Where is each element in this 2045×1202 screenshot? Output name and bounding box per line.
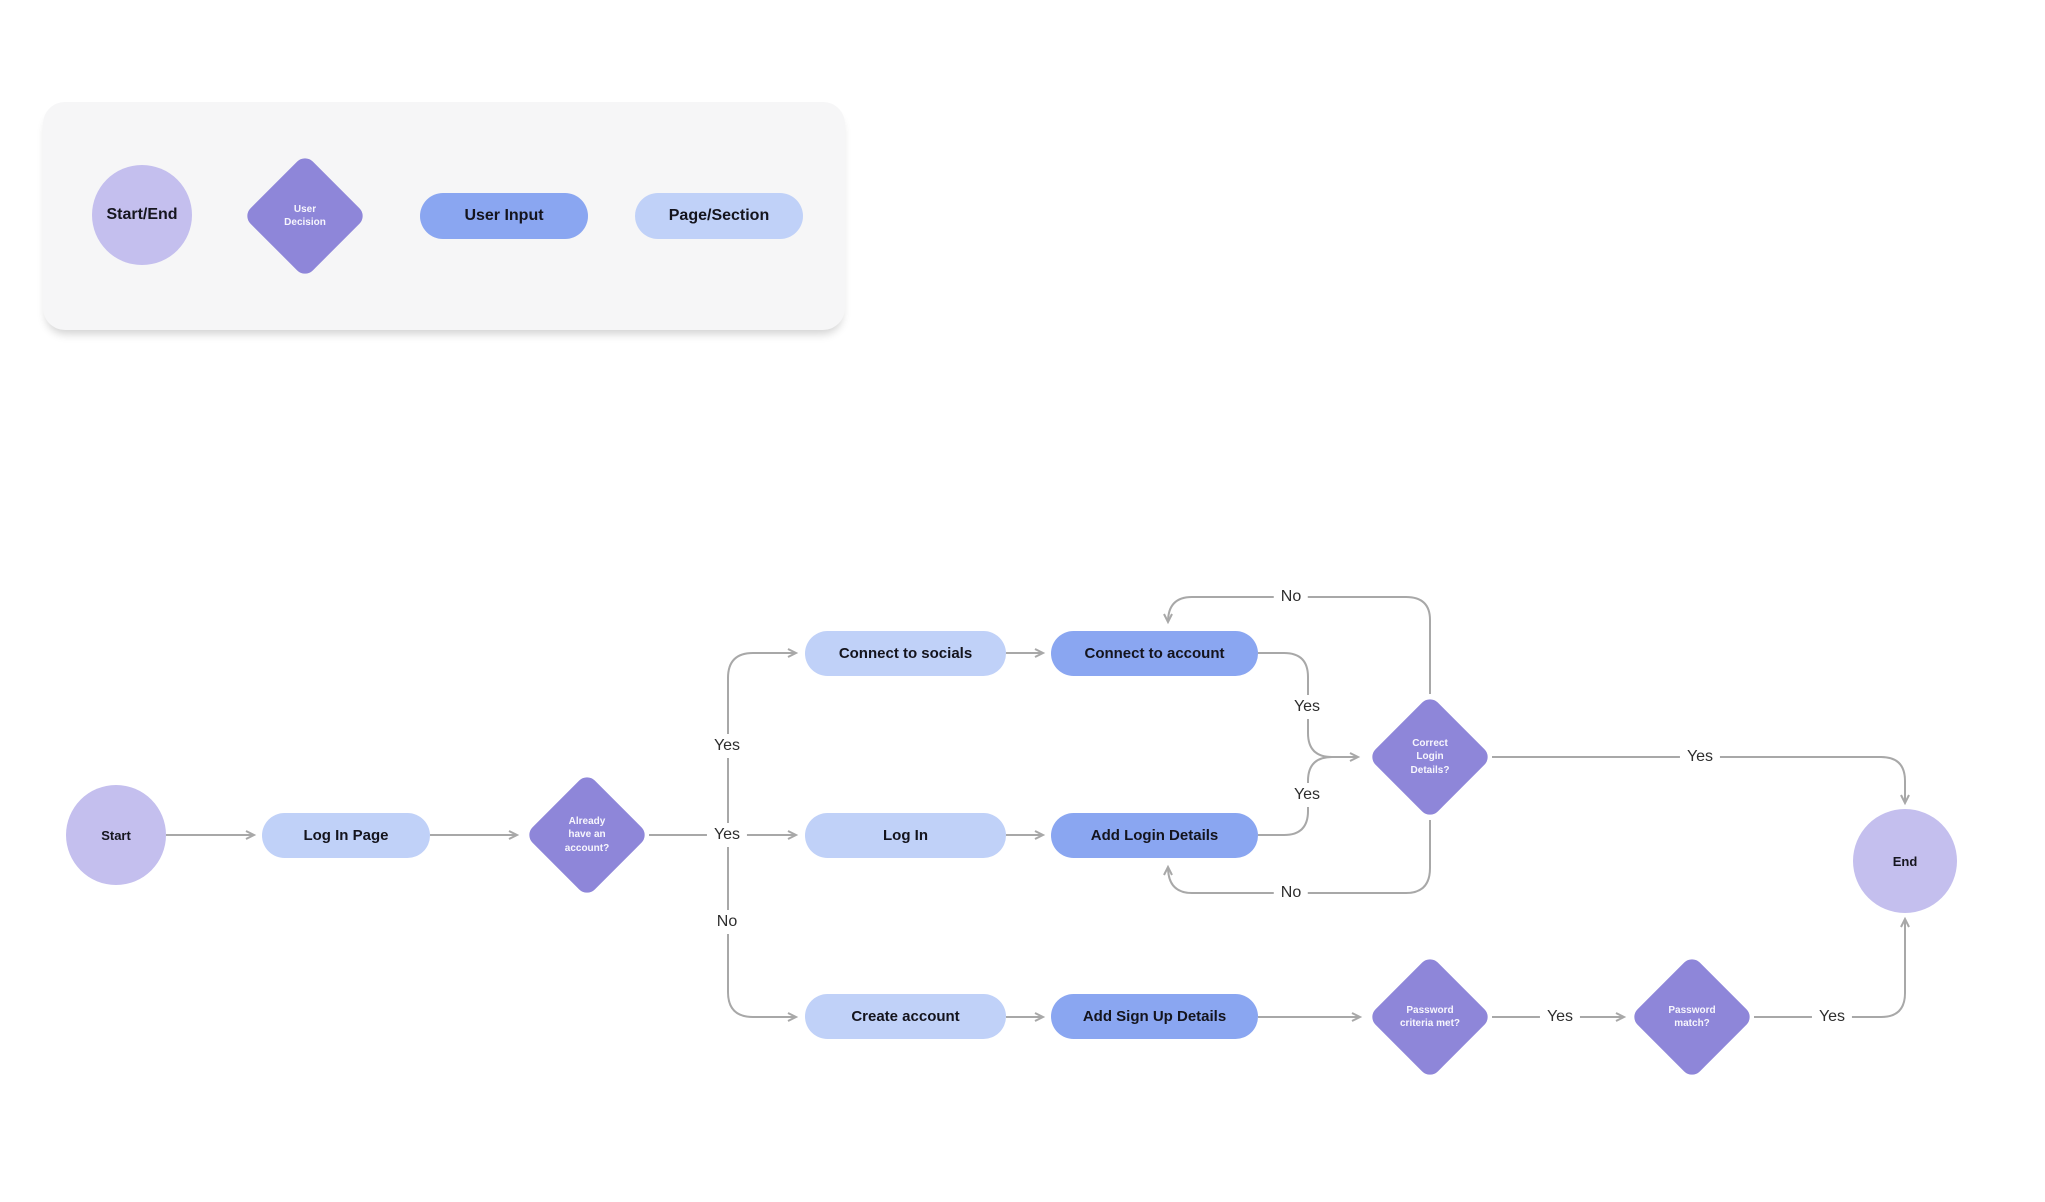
label-yes-to-end[interactable]: Yes <box>1679 745 1721 769</box>
label-yes-criteria[interactable]: Yes <box>1539 1005 1581 1029</box>
decision-already-have-account-label: Already have an account? <box>564 815 610 854</box>
edge-correct-no-to-account <box>1163 596 1431 694</box>
node-add-sign-up-details[interactable]: Add Sign Up Details <box>1051 994 1258 1039</box>
label-yes-match[interactable]: Yes <box>1811 1005 1853 1029</box>
node-add-sign-up-details-label: Add Sign Up Details <box>1082 1008 1227 1025</box>
legend-page-section-label: Page/Section <box>668 207 770 224</box>
legend-page-section-shape[interactable]: Page/Section <box>635 193 803 239</box>
node-connect-to-account-label: Connect to account <box>1084 645 1225 662</box>
node-start-label: Start <box>101 827 131 843</box>
edge-correct-yes-to-end <box>1492 756 1910 806</box>
decision-password-match-label: Password match? <box>1668 1004 1716 1030</box>
legend-start-end-shape[interactable]: Start/End <box>92 165 192 265</box>
decision-correct-login-details[interactable]: Correct Login Details? <box>1367 694 1493 820</box>
label-yes-add-login[interactable]: Yes <box>1286 783 1328 807</box>
decision-password-criteria-met-label: Password criteria met? <box>1399 1004 1461 1030</box>
node-connect-to-account[interactable]: Connect to account <box>1051 631 1258 676</box>
decision-already-have-account[interactable]: Already have an account? <box>524 772 650 898</box>
label-no-loop-bottom[interactable]: No <box>1273 881 1309 905</box>
node-connect-to-socials-label: Connect to socials <box>838 645 973 662</box>
node-log-in-page-label: Log In Page <box>303 827 389 844</box>
edge-correct-no-to-add-login <box>1163 820 1431 894</box>
decision-password-match[interactable]: Password match? <box>1629 954 1755 1080</box>
label-no-loop-top[interactable]: No <box>1273 585 1309 609</box>
edge-match-yes-to-end <box>1754 916 1910 1018</box>
legend-user-decision-shape[interactable]: User Decision <box>242 153 368 279</box>
node-add-login-details-label: Add Login Details <box>1090 827 1219 844</box>
legend-user-input-shape[interactable]: User Input <box>420 193 588 239</box>
node-log-in-label: Log In <box>883 827 928 844</box>
legend-user-decision-label: User Decision <box>284 203 326 229</box>
node-end-label: End <box>1892 853 1918 869</box>
decision-correct-login-details-label: Correct Login Details? <box>1410 737 1450 776</box>
node-create-account-label: Create account <box>851 1008 960 1025</box>
legend-start-end-label: Start/End <box>106 206 178 223</box>
node-log-in-page[interactable]: Log In Page <box>262 813 430 858</box>
node-log-in[interactable]: Log In <box>805 813 1006 858</box>
label-yes-socials-branch[interactable]: Yes <box>706 734 748 758</box>
node-add-login-details[interactable]: Add Login Details <box>1051 813 1258 858</box>
edge-already-no-to-create <box>727 835 799 1022</box>
label-yes-login-branch[interactable]: Yes <box>706 823 748 847</box>
node-end[interactable]: End <box>1853 809 1957 913</box>
node-create-account[interactable]: Create account <box>805 994 1006 1039</box>
legend-user-input-label: User Input <box>464 207 544 224</box>
edge-add-login-yes-to-correct <box>1258 756 1333 836</box>
label-no-create-branch[interactable]: No <box>709 910 745 934</box>
node-start[interactable]: Start <box>66 785 166 885</box>
edge-already-yes-to-socials <box>727 648 799 835</box>
label-yes-account[interactable]: Yes <box>1286 695 1328 719</box>
node-connect-to-socials[interactable]: Connect to socials <box>805 631 1006 676</box>
decision-password-criteria-met[interactable]: Password criteria met? <box>1367 954 1493 1080</box>
